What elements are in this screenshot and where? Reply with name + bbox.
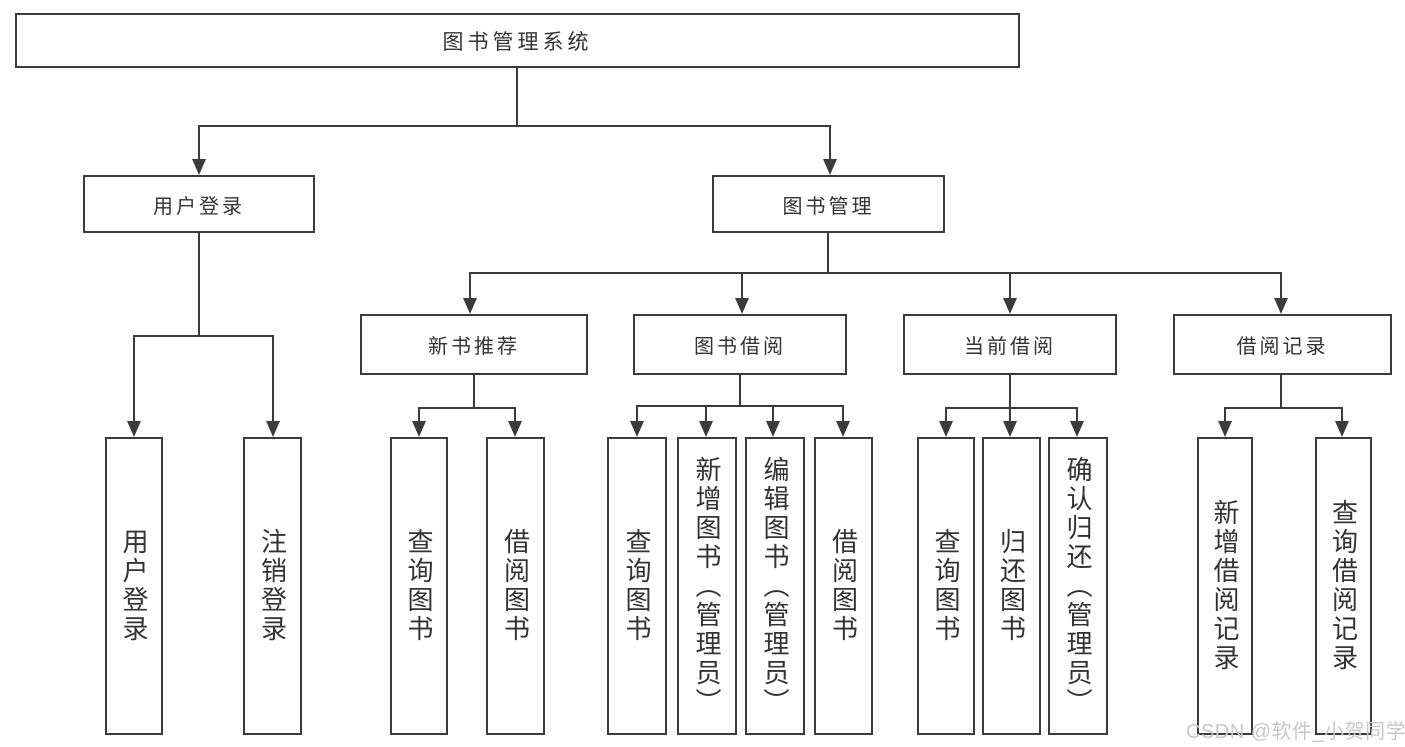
node-user-login: 用户登录	[83, 175, 315, 233]
connector-line	[514, 407, 516, 423]
connector-line	[1009, 407, 1011, 423]
connector-line	[1076, 407, 1078, 423]
connector-line	[198, 233, 200, 337]
connector-line	[827, 233, 829, 274]
node-book-borrow-label: 图书借阅	[694, 336, 786, 358]
connector-line	[469, 272, 1282, 274]
arrow-down-icon	[463, 298, 477, 314]
leaf-query-books-current-label: 查询图书	[931, 528, 961, 644]
leaf-confirm-return-admin-label: 确认归还（管理员）	[1063, 455, 1093, 717]
leaf-query-books-borrow: 查询图书	[607, 437, 667, 735]
arrow-down-icon	[1070, 421, 1084, 437]
watermark: CSDN @软件_小贺同学	[1186, 721, 1405, 743]
connector-line	[1009, 272, 1011, 300]
connector-line	[636, 405, 844, 407]
connector-line	[198, 125, 200, 161]
connector-line	[739, 375, 741, 407]
arrow-down-icon	[1274, 298, 1288, 314]
leaf-add-book-admin-label: 新增图书（管理员）	[692, 455, 722, 717]
connector-line	[1280, 375, 1282, 409]
leaf-add-borrow-record-label: 新增借阅记录	[1210, 499, 1240, 673]
leaf-logout: 注销登录	[243, 437, 302, 735]
leaf-user-login-label: 用户登录	[119, 528, 149, 644]
node-new-book-recommend-label: 新书推荐	[428, 336, 520, 358]
connector-line	[636, 405, 638, 423]
connector-line	[272, 335, 274, 423]
connector-line	[516, 68, 518, 127]
node-book-borrow: 图书借阅	[633, 314, 847, 375]
node-book-management: 图书管理	[712, 175, 945, 233]
connector-line	[418, 407, 420, 423]
leaf-query-borrow-record: 查询借阅记录	[1315, 437, 1372, 735]
node-current-borrow: 当前借阅	[903, 314, 1117, 375]
arrow-down-icon	[823, 159, 837, 175]
arrow-down-icon	[630, 421, 644, 437]
connector-line	[469, 272, 471, 300]
leaf-query-books-borrow-label: 查询图书	[622, 528, 652, 644]
leaf-edit-book-admin: 编辑图书（管理员）	[745, 437, 805, 735]
connector-line	[1009, 375, 1011, 409]
leaf-query-books-recommend: 查询图书	[390, 437, 448, 735]
connector-line	[473, 375, 475, 409]
arrow-down-icon	[939, 421, 953, 437]
arrow-down-icon	[508, 421, 522, 437]
node-borrow-records: 借阅记录	[1173, 314, 1392, 375]
node-user-login-label: 用户登录	[153, 195, 245, 218]
connector-line	[133, 335, 274, 337]
connector-line	[945, 407, 947, 423]
node-current-borrow-label: 当前借阅	[964, 336, 1056, 358]
node-borrow-records-label: 借阅记录	[1236, 336, 1329, 358]
arrow-down-icon	[1003, 298, 1017, 314]
connector-line	[829, 125, 831, 161]
node-root-label: 图书管理系统	[442, 30, 593, 54]
arrow-down-icon	[266, 421, 280, 437]
arrow-down-icon	[1335, 421, 1349, 437]
connector-line	[133, 335, 135, 423]
leaf-confirm-return-admin: 确认归还（管理员）	[1048, 437, 1108, 735]
connector-line	[1224, 407, 1343, 409]
connector-line	[1341, 407, 1343, 423]
node-new-book-recommend: 新书推荐	[360, 314, 588, 375]
arrow-down-icon	[127, 421, 141, 437]
node-book-management-label: 图书管理	[782, 195, 875, 218]
arrow-down-icon	[766, 421, 780, 437]
connector-line	[945, 407, 1078, 409]
arrow-down-icon	[1218, 421, 1232, 437]
leaf-query-borrow-record-label: 查询借阅记录	[1328, 499, 1359, 673]
leaf-query-books-current: 查询图书	[917, 437, 975, 735]
leaf-add-borrow-record: 新增借阅记录	[1197, 437, 1253, 735]
leaf-return-books: 归还图书	[982, 437, 1041, 735]
connector-line	[418, 407, 516, 409]
connector-line	[705, 405, 707, 423]
connector-line	[772, 405, 774, 423]
leaf-logout-label: 注销登录	[257, 528, 288, 644]
connector-line	[1280, 272, 1282, 300]
arrow-down-icon	[412, 421, 426, 437]
leaf-borrow-books: 借阅图书	[814, 437, 873, 735]
leaf-user-login: 用户登录	[105, 437, 163, 735]
connector-line	[842, 405, 844, 423]
node-root: 图书管理系统	[15, 13, 1020, 68]
connector-line	[741, 272, 743, 300]
arrow-down-icon	[836, 421, 850, 437]
arrow-down-icon	[699, 421, 713, 437]
arrow-down-icon	[735, 298, 749, 314]
leaf-edit-book-admin-label: 编辑图书（管理员）	[760, 455, 790, 717]
connector-line	[1224, 407, 1226, 423]
leaf-borrow-books-recommend-label: 借阅图书	[500, 528, 531, 644]
arrow-down-icon	[1003, 421, 1017, 437]
leaf-return-books-label: 归还图书	[996, 528, 1027, 644]
arrow-down-icon	[192, 159, 206, 175]
leaf-borrow-books-label: 借阅图书	[828, 528, 859, 644]
connector-line	[198, 125, 831, 127]
leaf-add-book-admin: 新增图书（管理员）	[677, 437, 737, 735]
leaf-borrow-books-recommend: 借阅图书	[486, 437, 545, 735]
leaf-query-books-recommend-label: 查询图书	[404, 528, 434, 644]
